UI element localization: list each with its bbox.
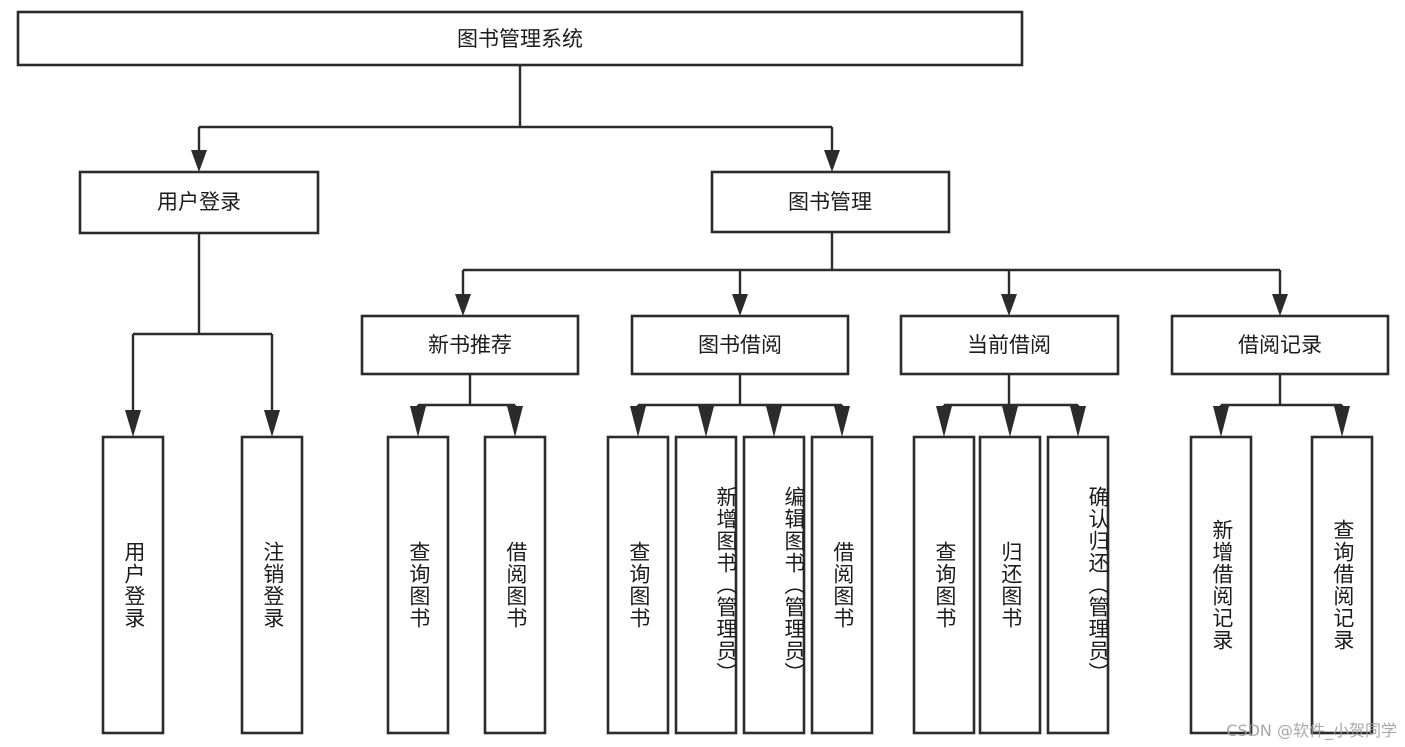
node-new-book-rec[interactable]: 新书推荐: [360, 314, 580, 376]
node-book-manage-label: 图书管理: [788, 190, 872, 214]
leaf-box-edit-book[interactable]: [742, 435, 806, 735]
leaf-box-query-book-2[interactable]: [606, 435, 670, 735]
arrowhead-leaf-confirm-return: [1070, 406, 1086, 437]
node-current-borrow[interactable]: 当前借阅: [899, 314, 1120, 376]
node-borrow-record-box[interactable]: [1170, 314, 1390, 376]
node-root-box[interactable]: [16, 10, 1024, 67]
node-current-borrow-label: 当前借阅: [967, 333, 1051, 357]
arrowhead-leaf-user-login: [125, 410, 141, 437]
leaf-box-query-book-3[interactable]: [912, 435, 976, 735]
node-root-label: 图书管理系统: [457, 27, 583, 51]
leaf-box-query-book-1[interactable]: [386, 435, 450, 735]
node-current-borrow-box[interactable]: [899, 314, 1120, 376]
node-new-book-rec-box[interactable]: [360, 314, 580, 376]
leaf-box-user-login[interactable]: [101, 435, 165, 735]
arrowhead-leaf-logout: [264, 410, 280, 437]
arrowhead-leaf-borrow-book-2: [834, 406, 850, 437]
leaf-box-group: [101, 435, 1374, 735]
leaf-box-logout[interactable]: [240, 435, 304, 735]
leaf-box-query-record[interactable]: [1310, 435, 1374, 735]
arrowhead-book-manage: [824, 150, 840, 172]
arrowhead-leaf-query-book-1: [410, 406, 426, 437]
arrowhead-leaf-query-book-2: [630, 406, 646, 437]
leaf-box-return-book[interactable]: [978, 435, 1042, 735]
leaf-box-add-book[interactable]: [674, 435, 738, 735]
node-new-book-rec-label: 新书推荐: [428, 333, 512, 357]
arrowhead-borrow-record: [1272, 294, 1288, 316]
arrowhead-leaf-query-book-3: [936, 406, 952, 437]
node-book-borrow-label: 图书借阅: [698, 333, 782, 357]
node-borrow-record[interactable]: 借阅记录: [1170, 314, 1390, 376]
arrowhead-leaf-add-book: [698, 406, 714, 437]
arrowhead-leaf-query-record: [1334, 406, 1350, 437]
leaf-box-add-record[interactable]: [1189, 435, 1253, 735]
arrowhead-leaf-edit-book: [766, 406, 782, 437]
leaf-box-borrow-book-1[interactable]: [483, 435, 547, 735]
leaf-box-borrow-book-2[interactable]: [810, 435, 874, 735]
node-root[interactable]: 图书管理系统: [16, 10, 1024, 67]
connector-group: [125, 65, 1350, 437]
node-borrow-record-label: 借阅记录: [1238, 333, 1322, 357]
arrowhead-new-book-rec: [455, 294, 471, 316]
arrowhead-leaf-add-record: [1213, 406, 1229, 437]
arrowhead-current-borrow: [1001, 294, 1017, 316]
node-user-login-box[interactable]: [78, 170, 320, 235]
node-book-manage[interactable]: 图书管理: [710, 170, 951, 234]
node-book-borrow-box[interactable]: [630, 314, 850, 376]
node-user-login-label: 用户登录: [157, 190, 241, 214]
leaf-box-confirm-return[interactable]: [1046, 435, 1110, 735]
node-book-borrow[interactable]: 图书借阅: [630, 314, 850, 376]
node-user-login[interactable]: 用户登录: [78, 170, 320, 235]
node-book-manage-box[interactable]: [710, 170, 951, 234]
arrowhead-book-borrow: [732, 294, 748, 316]
arrowhead-leaf-borrow-book-1: [507, 406, 523, 437]
arrowhead-user-login: [191, 150, 207, 172]
arrowhead-leaf-return-book: [1002, 406, 1018, 437]
